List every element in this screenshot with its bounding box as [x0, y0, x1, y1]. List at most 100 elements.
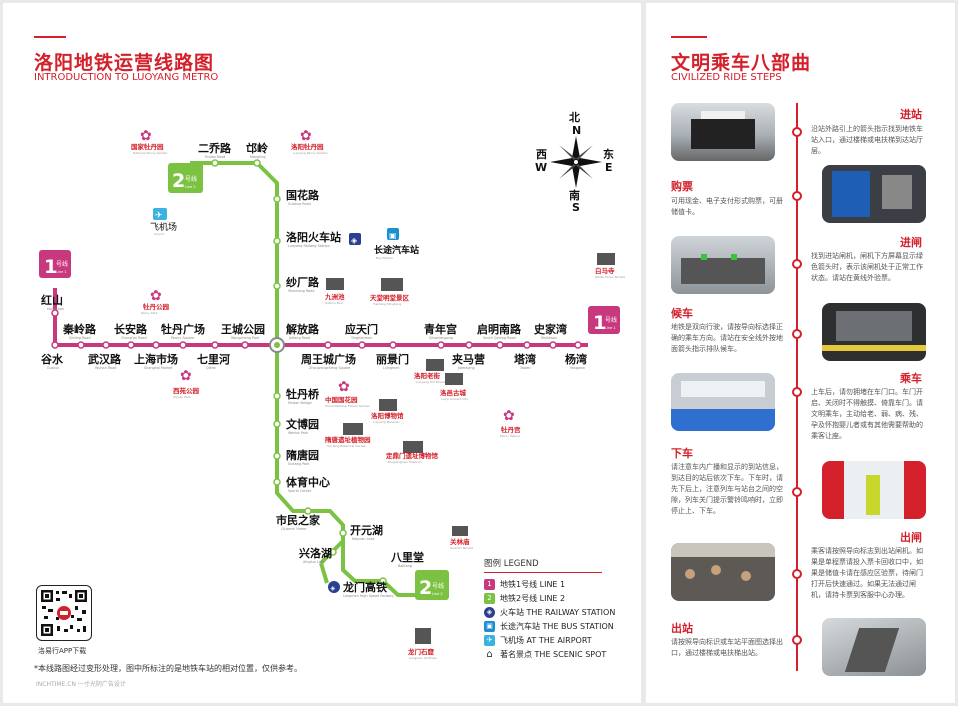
svg-text:Tawan: Tawan — [519, 366, 531, 370]
line-1-badge-west: 1 号线 Line 1 — [39, 250, 71, 278]
svg-text:◈: ◈ — [331, 585, 336, 592]
svg-text:史家湾: 史家湾 — [534, 322, 567, 336]
map-disclaimer: *本线路图经过变形处理，图中所标注的是地铁车站的相对位置，仅供参考。 — [34, 664, 302, 673]
svg-text:七里河: 七里河 — [197, 352, 230, 366]
svg-text:Line 1: Line 1 — [605, 326, 616, 330]
svg-text:启明南路: 启明南路 — [477, 322, 522, 336]
svg-text:Peony Square: Peony Square — [171, 336, 194, 340]
svg-text:Xingluo Lake: Xingluo Lake — [303, 560, 325, 564]
svg-text:Wangcheng Park: Wangcheng Park — [231, 336, 259, 340]
svg-text:应天门: 应天门 — [345, 322, 378, 336]
svg-text:Balitang: Balitang — [398, 564, 412, 568]
step-gate-out-heading: 出闸 — [900, 531, 922, 544]
ride-steps-page: 文明乘车八部曲 CIVILIZED RIDE STEPS 进站 沿站外路引上的箭… — [646, 3, 955, 703]
svg-text:长途汽车站: 长途汽车站 — [374, 244, 419, 256]
svg-text:✿: ✿ — [503, 408, 515, 424]
step-wait-heading: 候车 — [671, 307, 693, 320]
svg-text:China National Flower Garden: China National Flower Garden — [325, 404, 370, 408]
step-exit-train-heading: 下车 — [671, 447, 693, 460]
map-title: 洛阳地铁运营线路图 — [34, 52, 215, 74]
svg-text:Luoyang Old Street: Luoyang Old Street — [416, 380, 446, 384]
svg-text:飞机场: 飞机场 — [150, 221, 177, 233]
svg-text:西: 西 — [536, 148, 547, 161]
svg-text:Lijingmen: Lijingmen — [383, 366, 400, 370]
svg-text:1: 1 — [44, 256, 57, 278]
svg-text:Luoyi Ancient City: Luoyi Ancient City — [441, 397, 468, 401]
svg-text:丽景门: 丽景门 — [376, 352, 409, 366]
step-gate-in-photo — [671, 236, 775, 294]
svg-text:W: W — [535, 161, 547, 174]
svg-text:武汉路: 武汉路 — [88, 352, 122, 366]
svg-text:✿: ✿ — [140, 128, 152, 144]
svg-text:Guanlin Temple: Guanlin Temple — [450, 546, 473, 550]
svg-text:✈: ✈ — [155, 211, 163, 221]
svg-text:秦岭路: 秦岭路 — [62, 322, 97, 336]
svg-text:龙门石窟: 龙门石窟 — [407, 647, 435, 656]
step-entry-text: 沿站外路引上的箭头指示找到地铁车站入口，通过楼梯或电扶梯到达站厅层。 — [811, 125, 923, 155]
svg-text:洛阳牡丹园: 洛阳牡丹园 — [291, 142, 324, 151]
svg-text:长安路: 长安路 — [114, 322, 148, 336]
steps-subtitle: CIVILIZED RIDE STEPS — [671, 72, 782, 83]
map-subtitle: INTRODUCTION TO LUOYANG METRO — [34, 72, 219, 83]
timeline-dot — [792, 259, 802, 269]
svg-text:谷水: 谷水 — [41, 352, 64, 366]
svg-text:Xiyuan Park: Xiyuan Park — [173, 395, 191, 399]
svg-text:Gushui: Gushui — [47, 366, 59, 370]
svg-text:Tiantang Mingtang: Tiantang Mingtang — [372, 302, 401, 306]
svg-text:国花路: 国花路 — [286, 188, 320, 202]
qr-code[interactable] — [36, 585, 92, 641]
svg-text:Jiefang Road: Jiefang Road — [288, 336, 310, 340]
